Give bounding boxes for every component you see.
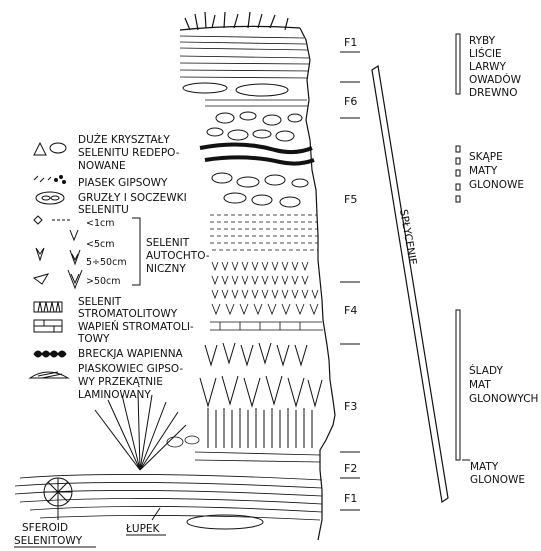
fossil-g1-l3: LARWY	[469, 61, 507, 73]
fossil-g1-l4: OWADÓW	[469, 73, 522, 86]
legend-large-crystal-icon-2	[50, 143, 66, 153]
f5-lower-nodules	[212, 173, 308, 207]
dark-band-1	[200, 144, 312, 152]
top-crystal-layer	[180, 12, 300, 30]
bottom-lens	[187, 515, 263, 529]
f6-laminae	[205, 100, 308, 106]
fossil-g4-l2: GLONOWE	[470, 474, 525, 486]
legend-size-1: <1cm	[86, 218, 114, 229]
fossil-g2-l2: MATY	[469, 165, 498, 177]
legend-large-crystals-l1: DUŻE KRYSZTAŁY	[78, 133, 170, 146]
legend-limestone-breccia: BRECKJA WAPIENNA	[78, 348, 184, 360]
legend-size-3: 5÷50cm	[86, 257, 127, 268]
facies-label-f3: F3	[344, 400, 357, 413]
legend-bracket	[132, 218, 140, 285]
spheroid	[44, 478, 72, 506]
fossil-g3-l2: MAT	[469, 379, 491, 391]
legend-sandstone-l3: LAMINOWANY	[78, 389, 151, 401]
legend-gypsum-sand-icon	[34, 176, 51, 182]
legend-autochthonous-l2: AUTOCHTO-	[146, 250, 210, 262]
facies-dividers	[340, 52, 360, 510]
facies-label-f4: F4	[344, 304, 357, 317]
legend-large-crystals-l3: NOWANE	[78, 160, 126, 172]
stratigraphic-column	[15, 12, 335, 540]
legend-size-icon-2	[70, 230, 78, 240]
f5-nodules	[207, 112, 302, 141]
fossil-g3-l3: GLONOWYCH	[469, 393, 538, 405]
fossil-g1-l1: RYBY	[469, 35, 496, 47]
upper-lenses	[183, 83, 288, 96]
legend-large-crystal-icon	[34, 143, 46, 155]
fossil-markers	[456, 34, 470, 460]
legend-nodules-l1: GRUZŁY I SOCZEWKI	[78, 192, 187, 204]
fossil-tick-1	[456, 146, 460, 152]
fossil-tick-5	[456, 196, 460, 202]
lower-shale-layer	[15, 474, 322, 520]
fossil-g3-l1: ŚLADY	[469, 364, 503, 377]
legend-size-icon-4	[34, 274, 48, 284]
legend-sandstone-l1: PIASKOWIEC GIPSO-	[78, 363, 183, 375]
spheroid-label-l1: SFEROID	[22, 522, 68, 534]
fossil-g2-l3: GLONOWE	[469, 179, 524, 191]
legend-nodules-l2: SELENITU	[78, 204, 129, 216]
shallowing-label: SPŁYCENIE	[397, 208, 419, 266]
upper-shale-layer	[180, 36, 309, 78]
facies-label-f1-top: F1	[344, 36, 357, 49]
fossil-bar-1	[456, 34, 460, 94]
stromatolite-layer	[210, 322, 323, 330]
fossil-tick-2	[456, 158, 460, 164]
facies-label-f2: F2	[344, 462, 357, 475]
fossil-g2-l1: SKĄPE	[469, 151, 503, 163]
fan-crystal	[95, 392, 186, 470]
fossil-g4-l1: MATY	[470, 461, 499, 473]
shale-leader	[152, 508, 160, 520]
legend-autochthonous-l3: NICZNY	[146, 263, 186, 275]
legend-autochthonous-l1: SELENIT	[146, 237, 190, 249]
legend-large-crystals-l2: SELENITU REDEPO-	[78, 147, 180, 159]
legend-gypsum-sand: PIASEK GIPSOWY	[78, 177, 168, 189]
legend-size-icon-3	[36, 248, 44, 260]
f5-dashed-laminae	[210, 215, 318, 250]
legend-size-2: <5cm	[86, 239, 114, 250]
facies-label-f1-bottom: F1	[344, 492, 357, 505]
legend-size-4: >50cm	[86, 276, 121, 287]
shale-label: ŁUPEK	[125, 523, 161, 535]
legend-stromatolitic-selenite-l2: STROMATOLITOWY	[78, 308, 178, 320]
fossil-g1-l5: DREWNO	[469, 87, 518, 99]
legend-stromatolitic-limestone-l1: WAPIEŃ STROMATOLI-	[78, 320, 194, 333]
facies-label-f6: F6	[344, 95, 357, 108]
facies-label-f5: F5	[344, 193, 357, 206]
f2-layer	[167, 436, 320, 462]
legend-breccia-icon	[34, 351, 66, 357]
fossil-g1-l2: LIŚCIE	[469, 47, 502, 60]
f3-large-crystals	[200, 343, 322, 448]
f4-small-crystals	[212, 262, 318, 314]
fossil-tick-3	[456, 170, 460, 176]
fossil-tick-4	[456, 184, 460, 190]
dark-band-2	[205, 157, 314, 163]
shallowing-bar	[372, 66, 448, 502]
legend-stromatolitic-selenite-l1: SELENIT	[78, 296, 122, 308]
legend-sandstone-l2: WY PRZEKĄTNIE	[78, 376, 163, 388]
legend-stromatolitic-limestone-l2: TOWY	[77, 333, 110, 345]
fossil-bar-2	[456, 310, 460, 460]
legend-size-icon-1	[34, 216, 42, 224]
spheroid-label-l2: SELENITOWY	[14, 535, 83, 547]
